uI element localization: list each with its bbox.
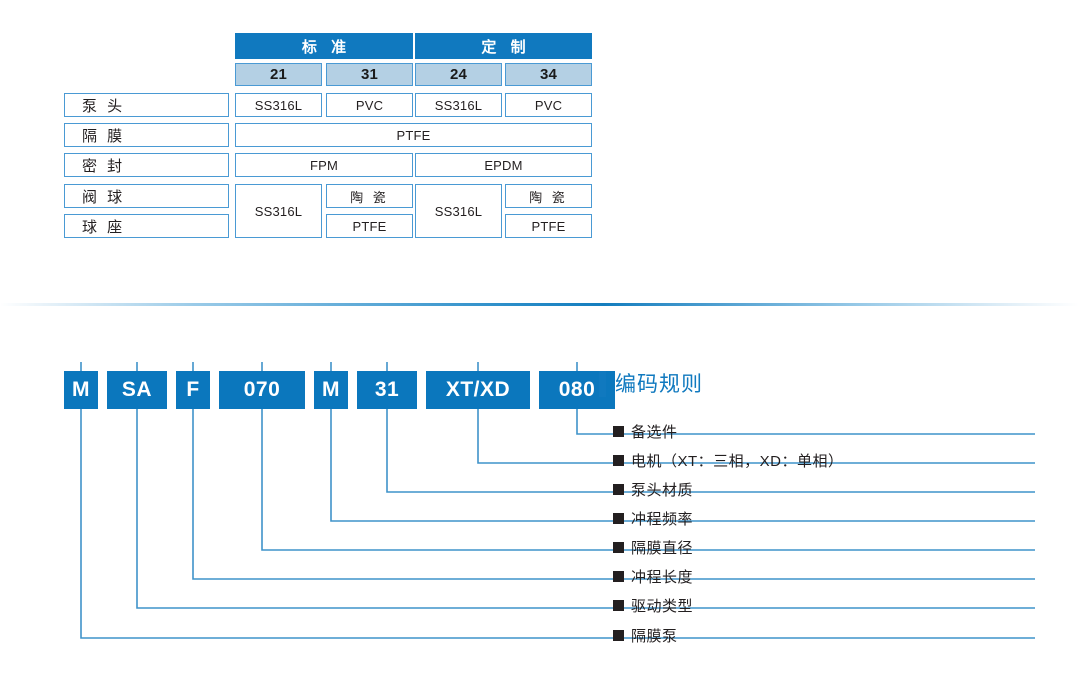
cell-valve-ball-standard-left: SS316L — [235, 184, 322, 238]
cell-ball-seat-standard-right: PTFE — [326, 214, 413, 238]
column-code-31: 31 — [326, 63, 413, 86]
legend-item-label: 驱动类型 — [631, 598, 694, 615]
cell-diaphragm-all: PTFE — [235, 123, 592, 147]
code-block-5[interactable]: M — [314, 371, 348, 409]
column-code-24: 24 — [415, 63, 502, 86]
row-label-pump-head: 泵 头 — [64, 93, 229, 117]
legend-item-drive-type: 驱动类型 — [613, 595, 693, 616]
cell-pump-head-31: PVC — [326, 93, 413, 117]
legend-item-label: 冲程频率 — [631, 511, 694, 528]
cell-ball-seat-custom-right: PTFE — [505, 214, 592, 238]
cell-seal-standard: FPM — [235, 153, 413, 177]
accent-bar-icon — [599, 371, 606, 397]
cell-seal-custom: EPDM — [415, 153, 592, 177]
row-label-ball-seat: 球 座 — [64, 214, 229, 238]
cell-valve-ball-standard-right: 陶 瓷 — [326, 184, 413, 208]
cell-pump-head-24: SS316L — [415, 93, 502, 117]
code-block-3[interactable]: F — [176, 371, 210, 409]
legend-item-stroke-frequency: 冲程频率 — [613, 508, 693, 529]
legend-item-diaphragm-pump: 隔膜泵 — [613, 625, 678, 646]
cell-pump-head-21: SS316L — [235, 93, 322, 117]
row-label-seal: 密 封 — [64, 153, 229, 177]
specification-table: 标 准 定 制 21 31 24 34 泵 头 隔 膜 密 封 阀 球 球 座 … — [64, 33, 592, 240]
column-code-34: 34 — [505, 63, 592, 86]
legend-item-diaphragm-diameter: 隔膜直径 — [613, 537, 693, 558]
legend-item-label: 隔膜泵 — [631, 628, 678, 645]
cell-pump-head-34: PVC — [505, 93, 592, 117]
legend-item-optional-parts: 备选件 — [613, 421, 678, 442]
legend-item-label: 隔膜直径 — [631, 540, 694, 557]
group-header-standard: 标 准 — [235, 33, 413, 59]
column-code-21: 21 — [235, 63, 322, 86]
legend-item-label: 备选件 — [631, 424, 678, 441]
code-block-4[interactable]: 070 — [219, 371, 305, 409]
code-block-1[interactable]: M — [64, 371, 98, 409]
filled-square-icon — [613, 484, 624, 495]
legend-item-label: 电机（XT：三相，XD：单相） — [631, 453, 844, 470]
filled-square-icon — [613, 542, 624, 553]
filled-square-icon — [613, 630, 624, 641]
row-label-diaphragm: 隔 膜 — [64, 123, 229, 147]
legend-item-stroke-length: 冲程长度 — [613, 566, 693, 587]
filled-square-icon — [613, 455, 624, 466]
row-label-valve-ball: 阀 球 — [64, 184, 229, 208]
code-block-6[interactable]: 31 — [357, 371, 417, 409]
legend-item-label: 泵头材质 — [631, 482, 694, 499]
filled-square-icon — [613, 513, 624, 524]
section-divider — [0, 303, 1079, 306]
filled-square-icon — [613, 571, 624, 582]
legend-item-motor: 电机（XT：三相，XD：单相） — [613, 450, 844, 471]
legend-item-pump-head-material: 泵头材质 — [613, 479, 693, 500]
cell-valve-ball-custom-left: SS316L — [415, 184, 502, 238]
legend-item-label: 冲程长度 — [631, 569, 694, 586]
legend-title: 编码规则 — [615, 372, 703, 396]
code-block-7[interactable]: XT/XD — [426, 371, 530, 409]
filled-square-icon — [613, 426, 624, 437]
code-block-2[interactable]: SA — [107, 371, 167, 409]
filled-square-icon — [613, 600, 624, 611]
group-header-custom: 定 制 — [415, 33, 592, 59]
cell-valve-ball-custom-right: 陶 瓷 — [505, 184, 592, 208]
legend-title-group: 编码规则 — [599, 371, 703, 397]
